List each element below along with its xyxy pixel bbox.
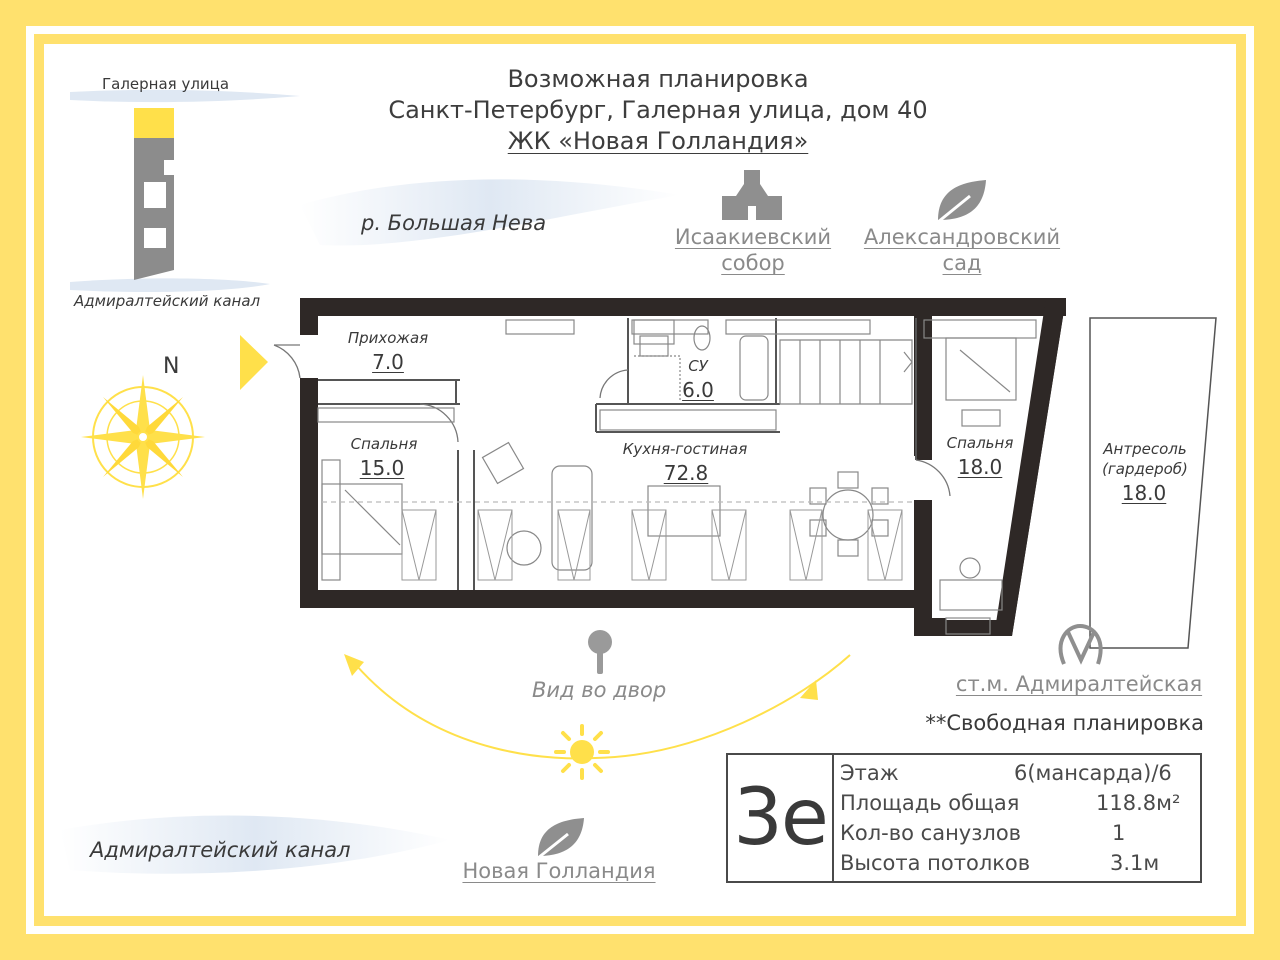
mezzanine-line1: Антресоль — [1103, 440, 1187, 458]
minimap-water-bottom — [70, 278, 270, 292]
mezzanine-line2: (гардероб) — [1102, 460, 1188, 478]
apartment-info-box: 3е Этаж 6(мансарда)/6 Площадь общая 118.… — [726, 753, 1202, 883]
info-area-value: 118.8м² — [1096, 791, 1181, 815]
sun-path — [355, 654, 851, 760]
river-label: р. Большая Нева — [361, 211, 547, 235]
metro-icon — [1058, 623, 1103, 665]
location-pin-icon — [588, 630, 612, 674]
title-address: Санкт-Петербург, Галерная улица, дом 40 — [388, 96, 928, 124]
poi-new-holland[interactable]: Новая Голландия — [462, 859, 656, 883]
title-line1: Возможная планировка — [507, 65, 809, 93]
sun-icon — [554, 724, 610, 780]
entrance-arrow — [240, 335, 268, 390]
river-brush-bottom — [60, 815, 450, 874]
info-area-label: Площадь общая — [840, 791, 1020, 815]
poi-garden[interactable]: Александровский сад — [852, 224, 1072, 276]
compass-north-label: N — [163, 354, 180, 379]
info-ceiling-value: 3.1м — [1110, 851, 1160, 875]
poi-metro[interactable]: ст.м. Адмиралтейская — [955, 672, 1203, 696]
info-row-area: Площадь общая 118.8м² — [840, 791, 1200, 821]
room-hall-area: 7.0 — [372, 350, 404, 374]
poi-garden-line2: сад — [942, 251, 982, 275]
yard-view-label: Вид во двор — [532, 678, 667, 702]
info-floor-label: Этаж — [840, 761, 899, 785]
church-icon — [722, 170, 782, 220]
room-kitchen-name: Кухня-гостиная — [622, 440, 748, 458]
river-brush-top — [300, 179, 680, 246]
leaf-icon-garden — [937, 180, 986, 224]
minimap-canal-label: Адмиралтейский канал — [74, 292, 261, 310]
bottom-canal-label: Адмиралтейский канал — [90, 838, 351, 862]
minimap-building — [134, 108, 174, 280]
room-wc-name: СУ — [688, 357, 708, 375]
room-mezzanine-area: 18.0 — [1121, 481, 1167, 505]
room-wc-area: 6.0 — [682, 378, 714, 402]
info-bathrooms-value: 1 — [1112, 821, 1126, 845]
info-row-bathrooms: Кол-во санузлов 1 — [840, 821, 1200, 851]
minimap-street-label: Галерная улица — [102, 75, 230, 93]
mezzanine-outline — [1089, 317, 1217, 649]
info-ceiling-label: Высота потолков — [840, 851, 1031, 875]
info-row-ceiling: Высота потолков 3.1м — [840, 851, 1200, 881]
room-bed1-name: Спальня — [350, 435, 418, 453]
poi-isaac[interactable]: Исаакиевский собор — [660, 224, 846, 276]
room-kitchen-area: 72.8 — [663, 461, 709, 485]
free-layout-note: **Свободная планировка — [925, 711, 1204, 735]
room-hall-name: Прихожая — [347, 329, 429, 347]
leaf-icon-new-holland — [537, 818, 584, 860]
room-mezzanine-name: Антресоль (гардероб) — [1086, 439, 1204, 479]
poi-garden-line1: Александровский — [863, 225, 1061, 249]
info-row-floor: Этаж 6(мансарда)/6 — [840, 761, 1200, 791]
apartment-code: 3е — [728, 755, 834, 881]
poi-isaac-line1: Исаакиевский — [674, 225, 832, 249]
inner-frame — [34, 34, 1246, 926]
info-bathrooms-label: Кол-во санузлов — [840, 821, 1022, 845]
room-bed2-area: 18.0 — [957, 455, 1003, 479]
minimap-water-top — [70, 89, 300, 103]
compass-rose — [81, 375, 205, 499]
poi-isaac-line2: собор — [721, 251, 785, 275]
title-complex-link[interactable]: ЖК «Новая Голландия» — [507, 127, 809, 155]
room-bed1-area: 15.0 — [359, 456, 405, 480]
room-bed2-name: Спальня — [946, 434, 1014, 452]
info-floor-value: 6(мансарда)/6 — [1014, 761, 1172, 785]
